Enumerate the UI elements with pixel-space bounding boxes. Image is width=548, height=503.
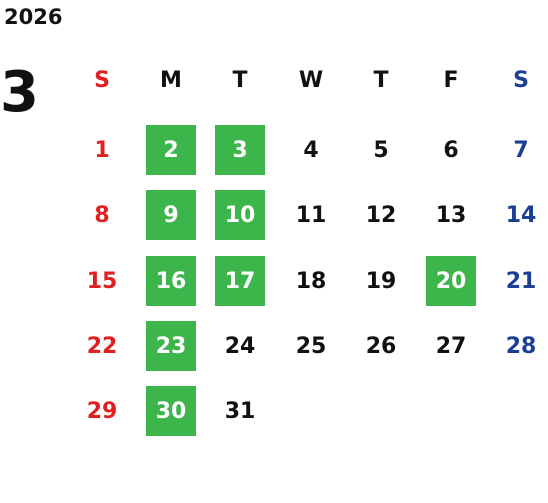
- day-cell-29[interactable]: 29: [86, 398, 118, 424]
- day-cell-22[interactable]: 22: [86, 333, 118, 359]
- day-cell-30[interactable]: 30: [146, 386, 196, 436]
- day-cell-27[interactable]: 27: [435, 333, 467, 359]
- weekday-header-mon: M: [160, 67, 182, 93]
- day-cell-19[interactable]: 19: [365, 268, 397, 294]
- day-cell-12[interactable]: 12: [365, 202, 397, 228]
- day-cell-15[interactable]: 15: [86, 268, 118, 294]
- day-cell-2[interactable]: 2: [146, 125, 196, 175]
- year-label: 2026: [4, 5, 63, 29]
- day-cell-23[interactable]: 23: [146, 321, 196, 371]
- day-cell-26[interactable]: 26: [365, 333, 397, 359]
- day-cell-8[interactable]: 8: [94, 202, 110, 228]
- month-number: 3: [0, 60, 39, 125]
- day-cell-4[interactable]: 4: [303, 137, 319, 163]
- day-cell-1[interactable]: 1: [94, 137, 110, 163]
- day-cell-5[interactable]: 5: [373, 137, 389, 163]
- day-cell-31[interactable]: 31: [224, 398, 256, 424]
- day-cell-10[interactable]: 10: [215, 190, 265, 240]
- day-cell-7[interactable]: 7: [513, 137, 529, 163]
- weekday-header-wed: W: [298, 67, 324, 93]
- day-cell-6[interactable]: 6: [443, 137, 459, 163]
- weekday-header-fri: F: [443, 67, 459, 93]
- day-cell-9[interactable]: 9: [146, 190, 196, 240]
- day-cell-20[interactable]: 20: [426, 256, 476, 306]
- day-cell-16[interactable]: 16: [146, 256, 196, 306]
- weekday-header-tue: T: [232, 67, 248, 93]
- day-cell-13[interactable]: 13: [435, 202, 467, 228]
- day-cell-21[interactable]: 21: [505, 268, 537, 294]
- day-cell-25[interactable]: 25: [295, 333, 327, 359]
- day-cell-18[interactable]: 18: [295, 268, 327, 294]
- weekday-header-thu: T: [373, 67, 389, 93]
- day-cell-17[interactable]: 17: [215, 256, 265, 306]
- day-cell-14[interactable]: 14: [505, 202, 537, 228]
- weekday-header-sat: S: [513, 67, 529, 93]
- day-cell-24[interactable]: 24: [224, 333, 256, 359]
- weekday-header-sun: S: [94, 67, 110, 93]
- day-cell-3[interactable]: 3: [215, 125, 265, 175]
- day-cell-11[interactable]: 11: [295, 202, 327, 228]
- day-cell-28[interactable]: 28: [505, 333, 537, 359]
